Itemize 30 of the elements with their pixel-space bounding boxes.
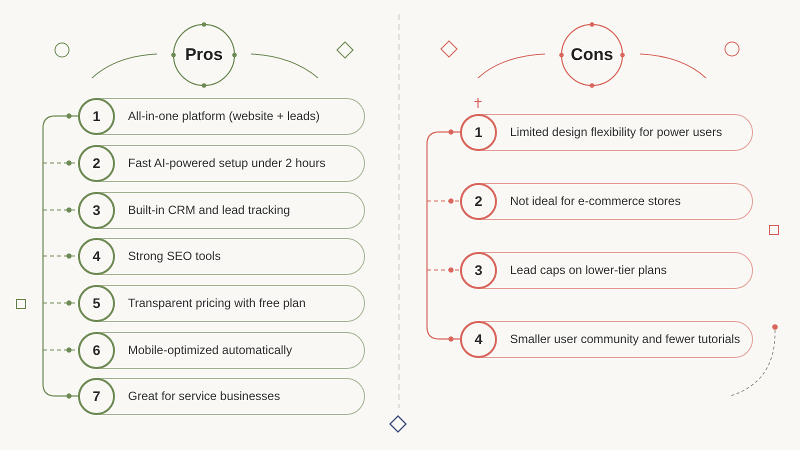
item-text: Transparent pricing with free plan	[128, 295, 306, 312]
list-item-pill	[78, 284, 365, 322]
item-text: Great for service businesses	[128, 388, 280, 405]
list-item-pill	[460, 182, 753, 220]
item-text: Limited design flexibility for power users	[510, 124, 722, 141]
list-item-pill	[78, 332, 365, 368]
connector-line	[42, 113, 78, 399]
list-item-pill	[460, 320, 753, 358]
list-item-pill	[460, 114, 753, 150]
heading-text: Pros	[185, 44, 223, 66]
item-text: Fast AI-powered setup under 2 hours	[128, 155, 326, 172]
list-item-pill	[78, 378, 365, 414]
item-text: Mobile-optimized automatically	[128, 342, 292, 359]
dashed-connector	[426, 267, 460, 273]
item-text: Strong SEO tools	[128, 248, 221, 265]
list-item-pill	[78, 98, 365, 134]
item-text: Smaller user community and fewer tutorials	[510, 331, 740, 348]
item-text: Not ideal for e-commerce stores	[510, 193, 681, 210]
connector-line	[426, 129, 460, 342]
item-text: Built-in CRM and lead tracking	[128, 202, 290, 219]
heading-circle	[171, 22, 237, 88]
item-text: Lead caps on lower-tier plans	[510, 262, 667, 279]
heading-circle	[559, 22, 625, 88]
dashed-connector	[426, 198, 460, 204]
list-item-pill	[78, 238, 365, 274]
list-item-pill	[78, 192, 365, 228]
heading-text: Cons	[570, 44, 614, 66]
list-item-pill	[460, 252, 753, 288]
list-item-pill	[78, 144, 365, 182]
item-text: All-in-one platform (website + leads)	[128, 108, 320, 125]
